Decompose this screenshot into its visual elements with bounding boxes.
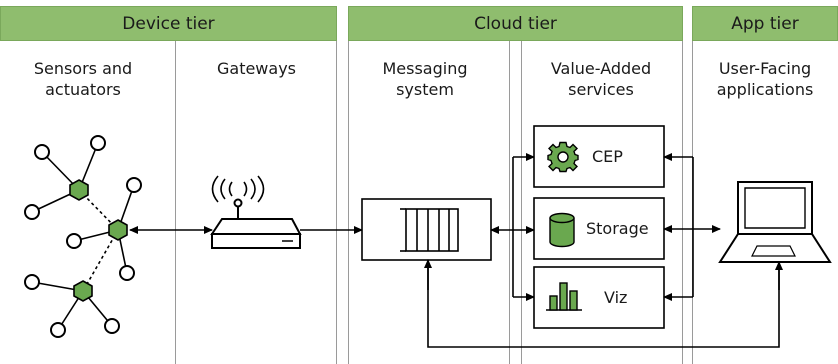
- storage-label: Storage: [586, 219, 649, 238]
- gateway-router-icon: [210, 198, 302, 249]
- viz-label: Viz: [604, 288, 628, 307]
- column-title-user-facing: User-Facing applications: [716, 59, 814, 99]
- device-tier-header: Device tier: [0, 6, 337, 41]
- column-gateways: [176, 41, 337, 364]
- app-tier-header: App tier: [692, 6, 838, 41]
- laptop-icon: [718, 181, 832, 263]
- services-left-bus: [512, 153, 535, 301]
- column-title-sensors: Sensors and actuators: [33, 59, 133, 99]
- app-messaging-return-link: [427, 260, 780, 348]
- database-icon: [549, 212, 575, 248]
- bar-chart-icon: [546, 282, 582, 311]
- service-boxes: [533, 125, 665, 329]
- cep-label: CEP: [592, 147, 623, 166]
- column-sensors: [0, 41, 176, 364]
- wireless-signal-icon: [211, 175, 265, 203]
- column-title-value-added: Value-Added services: [550, 59, 652, 99]
- hub-nodes: [69, 179, 128, 302]
- column-title-gateways: Gateways: [216, 59, 296, 78]
- gear-icon: [547, 141, 579, 173]
- sensor-nodes: [24, 135, 142, 338]
- column-value-added: [521, 41, 683, 364]
- cloud-tier-header: Cloud tier: [348, 6, 683, 41]
- column-title-messaging: Messaging system: [382, 59, 468, 99]
- message-queue-icon: [361, 198, 492, 261]
- column-messaging: [348, 41, 510, 364]
- services-app-bus: [663, 153, 721, 301]
